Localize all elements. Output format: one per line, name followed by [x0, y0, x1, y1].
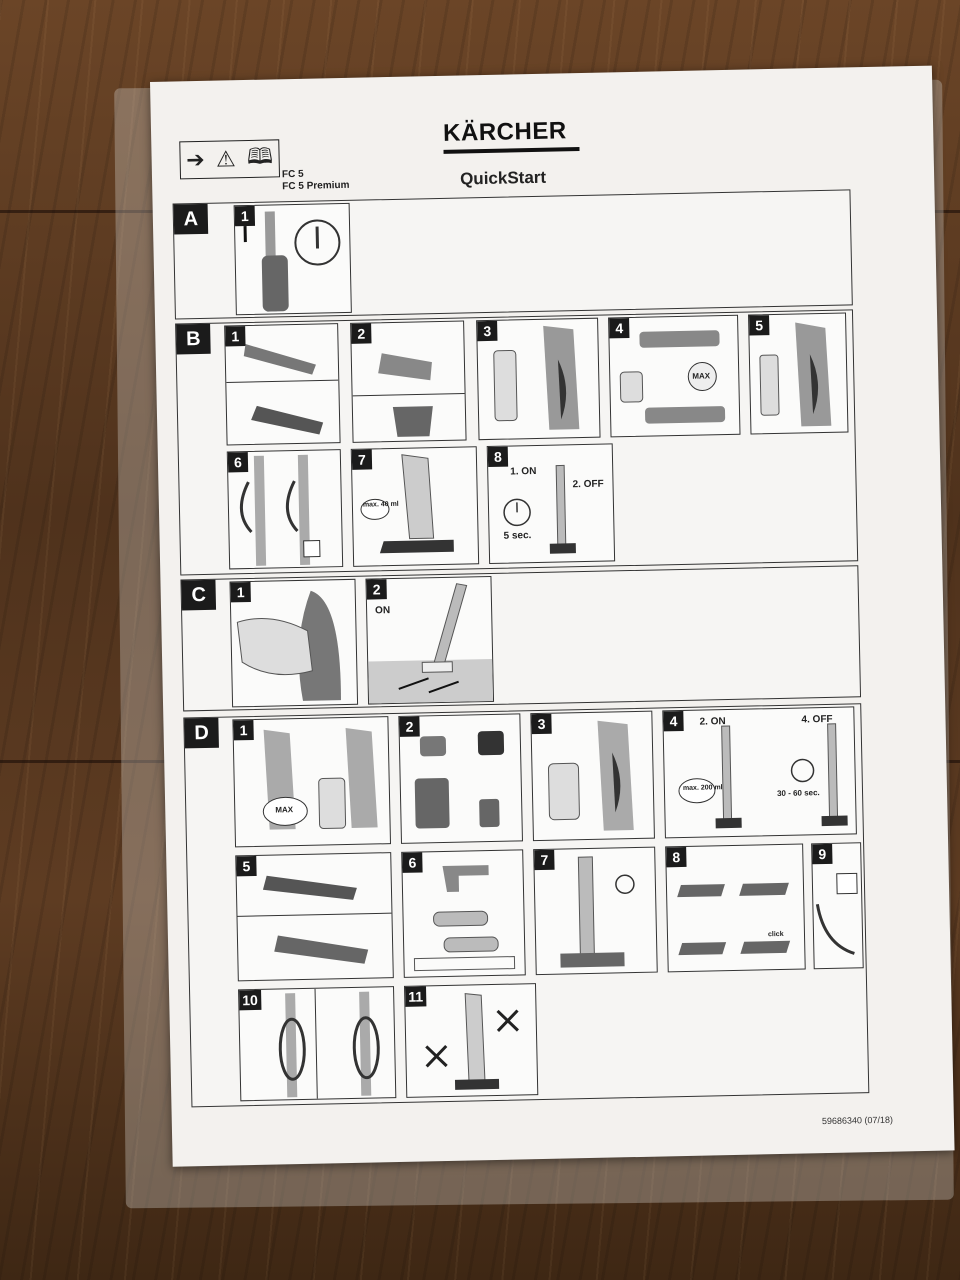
on-label: 2. ON — [699, 716, 726, 728]
drying-illustration — [560, 856, 635, 968]
tank-reinsert-illustration — [547, 720, 634, 831]
self-cleaning-illustration — [503, 464, 576, 554]
step-d6: 6 — [401, 849, 526, 978]
floor-cleaning-illustration — [368, 583, 494, 704]
step-d10: 10 — [238, 986, 397, 1102]
step-a1: 1 — [233, 202, 352, 316]
max-label: MAX — [275, 805, 294, 815]
off-label: 2. OFF — [572, 478, 604, 491]
step-d5: 5 — [235, 852, 394, 982]
section-a: A 1 — [172, 189, 853, 320]
quickstart-sheet: ➔ ⚠ 🕮 FC 5 FC 5 Premium KÄRCHER QuickSta… — [150, 65, 955, 1167]
cable-unwind-illustration — [239, 454, 321, 566]
step-d7: 7 — [533, 846, 658, 976]
step-b6: 6 — [226, 449, 344, 570]
step-d4: 4 2. ON 4. OFF max. 200 ml 30 - 60 sec. — [662, 706, 857, 839]
logo-underline — [443, 147, 580, 154]
step-c2: 2 ON — [365, 575, 495, 705]
step-b1: 1 — [224, 323, 341, 446]
max-label: MAX — [692, 371, 711, 381]
warning-symbols-box: ➔ ⚠ 🕮 — [179, 139, 281, 180]
handle-click-illustration — [243, 211, 341, 312]
step-b3: 3 — [476, 317, 601, 441]
step-c1: 1 — [229, 578, 359, 708]
step-d9: 9 — [811, 842, 864, 970]
step-d8: 8 click — [665, 843, 806, 973]
arrow-right-icon: ➔ — [186, 146, 205, 173]
parking-station-illustration — [360, 454, 454, 554]
manual-book-icon: 🕮 — [246, 143, 274, 169]
tank-remove-illustration — [493, 325, 580, 430]
roller-attach-illustration — [226, 344, 339, 435]
storage-illustration — [425, 993, 519, 1090]
filter-clean-illustration — [677, 882, 791, 956]
section-label: D — [184, 717, 219, 749]
section-b: B 1 2 3 4 — [175, 309, 859, 576]
model-name: FC 5 Premium — [282, 179, 350, 193]
section-label: B — [176, 323, 211, 355]
time-label: 30 - 60 sec. — [776, 788, 820, 799]
max-volume-label: max. 40 ml — [362, 500, 399, 509]
tank-insert-illustration — [759, 322, 832, 427]
warning-triangle-icon: ⚠ — [215, 146, 236, 172]
hand-grip-illustration — [236, 590, 341, 701]
step-d11: 11 — [403, 983, 539, 1098]
brand-logo: KÄRCHER — [442, 117, 567, 147]
section-label: C — [181, 579, 217, 611]
step-d2: 2 — [398, 713, 523, 844]
rinse-cycle-illustration — [678, 723, 848, 829]
time-label: 5 sec. — [503, 530, 532, 542]
tank-fill-illustration — [619, 330, 726, 424]
on-label: ON — [375, 605, 391, 617]
step-b7: 7 max. 40 ml — [350, 446, 480, 567]
model-list: FC 5 FC 5 Premium — [282, 168, 350, 193]
document-number: 59686340 (07/18) — [821, 1114, 894, 1127]
step-b2: 2 — [350, 320, 467, 443]
off-label: 4. OFF — [801, 713, 833, 726]
roller-insert-illustration — [352, 353, 465, 437]
step-d1: 1 MAX — [232, 716, 392, 848]
dirty-water-tank-illustration — [262, 728, 378, 830]
step-b4: 4 MAX — [608, 314, 741, 438]
step-b5: 5 — [748, 312, 849, 435]
step-d3: 3 — [530, 710, 655, 842]
max-volume-label: max. 200 ml — [682, 784, 723, 792]
tank-empty-illustration — [414, 730, 505, 829]
click-label: click — [767, 930, 784, 939]
cable-wind-illustration — [278, 988, 380, 1099]
roller-remove-illustration — [237, 875, 392, 964]
section-c: C 1 2 ON — [180, 565, 862, 712]
section-label: A — [173, 203, 209, 235]
section-d: D 1 MAX 2 3 — [183, 703, 870, 1108]
roller-wash-illustration — [413, 865, 516, 972]
step-b8: 8 1. ON 2. OFF 5 sec. — [486, 443, 616, 565]
unplug-illustration — [815, 872, 858, 955]
document-title: QuickStart — [459, 167, 547, 189]
on-label: 1. ON — [510, 465, 537, 478]
